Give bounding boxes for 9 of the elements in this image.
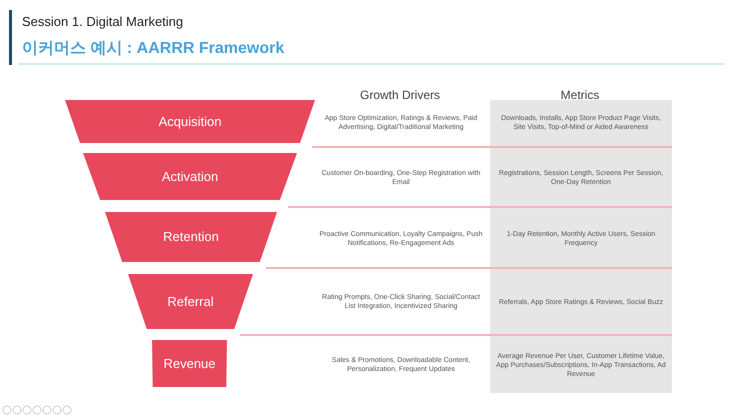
column-header: Metrics bbox=[560, 87, 600, 104]
column-header: Growth Drivers bbox=[358, 87, 441, 104]
funnel-stage: Activation bbox=[83, 153, 297, 200]
funnel-stage: Referral bbox=[128, 274, 253, 329]
section-heading: Session 1. Digital Marketing bbox=[22, 13, 184, 31]
funnel-stage: Revenue bbox=[152, 340, 227, 387]
slide-title: 이커머스 예시 : AARRR Framework bbox=[22, 39, 284, 59]
funnel-stage: Retention bbox=[105, 212, 277, 262]
funnel-stage: Acquisition bbox=[65, 100, 315, 143]
